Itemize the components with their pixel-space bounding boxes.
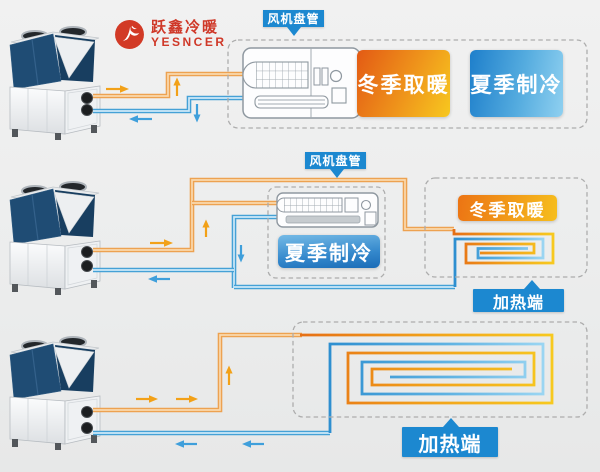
flow-arrows-row2 [148,219,245,283]
label-summer-cooling-row1: 夏季制冷 [470,50,563,117]
brand-name-cn: 跃鑫冷暖 [151,19,220,37]
zone-box-row3 [292,321,588,418]
label-winter-heating-row2: 冬季取暖 [458,195,557,221]
zone-box-row2-floor [424,177,588,278]
heat-pump-unit-row2 [9,181,101,296]
tag-heating-end-row2: 加热端 [473,280,564,312]
tag-pointer-down-icon [287,27,301,36]
tag-pointer-up-icon [443,418,459,427]
pipe-ports [81,92,93,434]
zone-box-row1 [227,39,588,129]
label-summer-cooling-row2: 夏季制冷 [278,235,380,268]
tag-fan-coil-row2: 风机盘管 [305,152,366,178]
flow-arrows-row1 [106,77,201,123]
hot-pipe-row3 [93,332,302,413]
brand-logo: 跃鑫冷暖 YESNCER [114,19,227,50]
cold-pipe-row1 [93,95,246,114]
floor-coil-icon-row3 [300,333,554,433]
zone-box-row2-fancoil [267,186,386,279]
brand-name-en: YESNCER [151,35,227,50]
flow-arrows-row3 [136,365,264,448]
hot-pipe-row2 [93,177,454,253]
tag-heating-end-row3: 加热端 [402,418,498,457]
heat-pump-unit-row1 [9,26,101,141]
fan-coil-icon-row1 [242,47,361,119]
floor-coil-icon-row2 [452,229,555,287]
tag-fan-coil-row1-text: 风机盘管 [267,12,320,26]
brand-mark-icon [115,20,144,49]
dashed-zone-boxes [227,39,588,418]
fan-coil-icon-row2 [276,192,379,228]
tag-heating-end-row2-text: 加热端 [492,294,544,312]
label-winter-heating-row1-text: 冬季取暖 [357,73,450,97]
tag-fan-coil-row2-text: 风机盘管 [309,154,362,168]
label-summer-cooling-row1-text: 夏季制冷 [470,73,563,97]
tag-pointer-up-icon [524,280,540,289]
label-summer-cooling-row2-text: 夏季制冷 [285,243,373,265]
tag-pointer-down-icon [330,169,344,178]
hot-pipe-row1 [93,71,246,99]
tag-fan-coil-row1: 风机盘管 [263,10,324,36]
label-winter-heating-row2-text: 冬季取暖 [469,200,546,220]
label-winter-heating-row1: 冬季取暖 [357,50,450,117]
cold-pipe-row2 [93,214,455,290]
tag-heating-end-row3-text: 加热端 [418,433,482,456]
